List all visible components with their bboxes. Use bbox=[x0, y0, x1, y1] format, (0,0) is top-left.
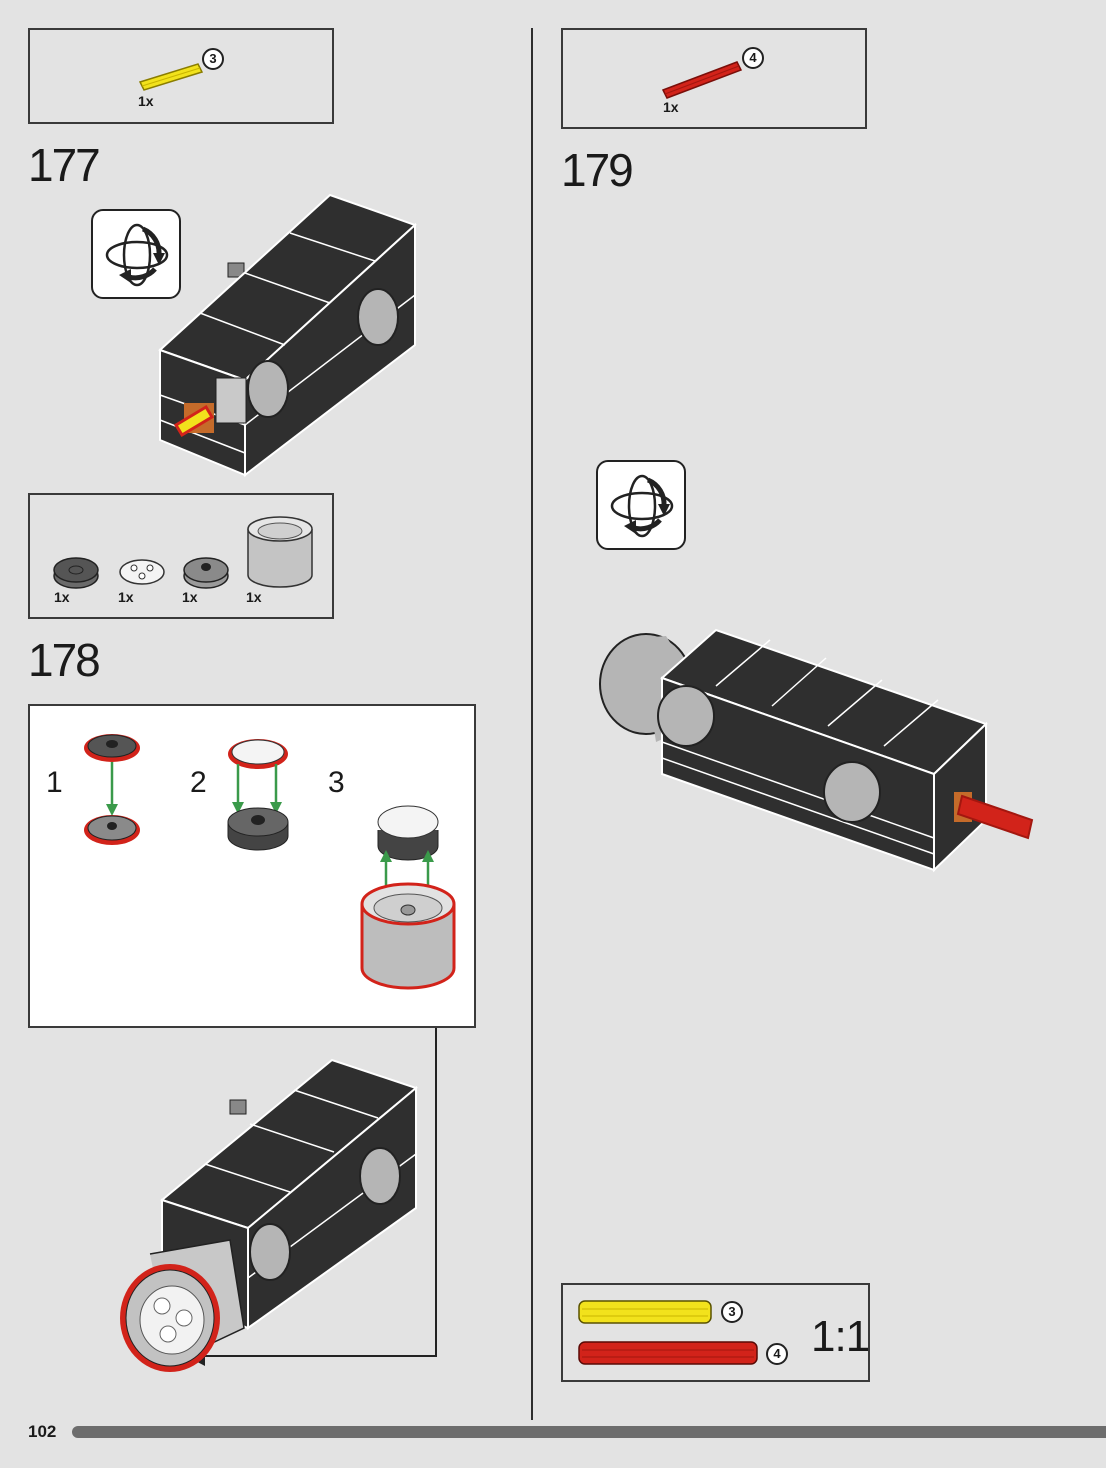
length-callout-3: 3 bbox=[721, 1301, 743, 1323]
dark-round-tile-part bbox=[53, 557, 99, 589]
substep-1-illustration bbox=[84, 734, 140, 845]
part-quantity: 1x bbox=[182, 589, 198, 605]
model-assembly-177 bbox=[158, 193, 417, 478]
sub-assembly-callout-178: 1 2 3 bbox=[28, 704, 476, 1028]
yellow-axle-part bbox=[138, 63, 204, 91]
part-quantity: 1x bbox=[663, 99, 679, 115]
model-assembly-179 bbox=[599, 628, 1034, 873]
part-quantity: 1x bbox=[246, 589, 262, 605]
page-number: 102 bbox=[28, 1422, 57, 1441]
substep-number-1: 1 bbox=[46, 766, 63, 799]
column-divider bbox=[531, 28, 533, 1420]
transparent-round-plate-part bbox=[119, 559, 165, 585]
step-number-179: 179 bbox=[561, 144, 634, 196]
red-axle-part bbox=[661, 61, 743, 99]
yellow-axle-scale bbox=[578, 1300, 712, 1324]
progress-bar bbox=[72, 1426, 1106, 1438]
parts-list-178: 1x 1x 1x 1x bbox=[28, 493, 334, 619]
length-callout-4: 4 bbox=[742, 47, 764, 69]
substep-3-illustration bbox=[360, 805, 456, 990]
rotate-model-icon bbox=[91, 209, 181, 299]
grey-cylinder-part bbox=[247, 516, 313, 588]
model-assembly-178 bbox=[120, 1028, 437, 1372]
substep-number-2: 2 bbox=[190, 766, 207, 799]
parts-list-177: 3 1x bbox=[28, 28, 334, 124]
scale-ratio: 1:1 bbox=[811, 1312, 870, 1361]
length-callout-3: 3 bbox=[202, 48, 224, 70]
step-number-177: 177 bbox=[28, 139, 101, 191]
length-callout-4: 4 bbox=[766, 1343, 788, 1365]
part-quantity: 1x bbox=[138, 93, 154, 109]
parts-list-179: 4 1x bbox=[561, 28, 867, 129]
rotate-model-icon bbox=[596, 460, 686, 550]
substep-2-illustration bbox=[227, 739, 289, 851]
substep-number-3: 3 bbox=[328, 766, 345, 799]
part-quantity: 1x bbox=[54, 589, 70, 605]
scale-reference-box: 3 4 1:1 bbox=[561, 1283, 870, 1382]
step-number-178: 178 bbox=[28, 634, 101, 686]
red-axle-scale bbox=[578, 1341, 758, 1365]
part-quantity: 1x bbox=[118, 589, 134, 605]
grey-round-plate-part bbox=[183, 557, 229, 589]
